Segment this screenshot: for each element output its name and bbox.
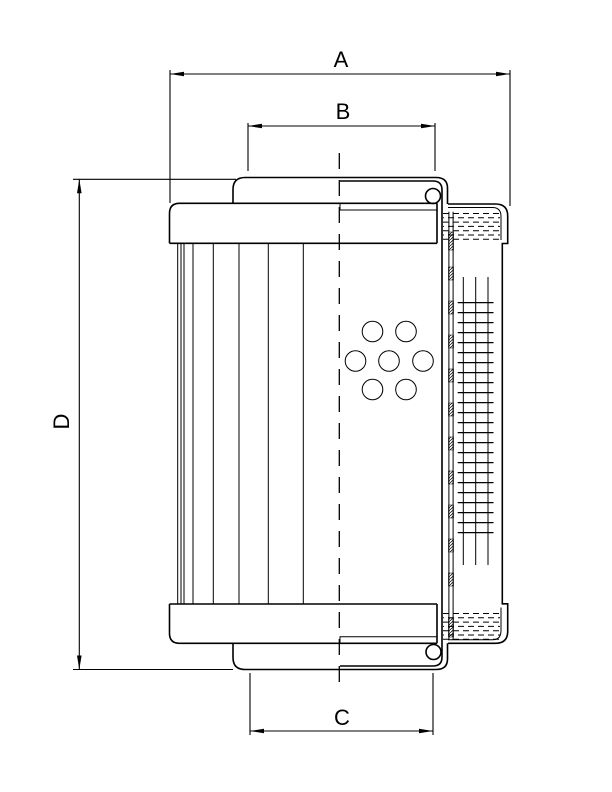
hatch-block [448,617,454,638]
dimension-a-arrow-right [496,71,510,77]
dimension-c-label: C [334,705,350,730]
hatch-block [448,334,454,349]
hole [361,320,384,343]
bottom-inner-cap-outline [232,643,449,671]
hatch-block [448,538,454,553]
dimension-d: D [49,178,236,671]
dimension-c-arrow-right [419,728,433,734]
o-ring-bottom [425,643,442,661]
bottom-ring-outer [448,603,509,645]
dimension-b-arrow-left [248,123,262,129]
bottom-cap-section-line [339,636,437,644]
hole [361,378,384,401]
hole [395,378,417,401]
hatch-block [448,572,454,587]
bypass-holes [344,320,434,401]
core-tube-hatch-blocks [448,231,454,638]
dimension-a-label: A [334,47,349,72]
core-tube-section [448,211,454,640]
hole [344,350,367,372]
hole [412,350,434,372]
hatch-block [448,402,454,417]
seal-bottom [443,613,500,640]
dimension-b: B [247,99,436,171]
hole [395,320,417,343]
top-ring-outer [448,203,509,245]
bottom-end-cap [168,603,449,671]
pleated-media [177,243,304,604]
dimension-d-arrow-bottom [77,655,82,670]
hatch-block [448,504,454,519]
dimension-c: C [249,673,434,735]
dimension-a: A [169,47,511,206]
inner-wall-line [340,180,443,667]
top-end-cap [168,176,449,245]
outer-shell [340,180,509,667]
hatch-block [448,436,454,451]
wire-mesh [457,277,494,565]
dimension-a-arrow-left [170,71,184,77]
hatch-block [448,266,454,281]
hatch-block [448,470,454,485]
dimension-b-label: B [336,99,351,124]
bottom-ring-inner [448,607,502,641]
top-cap-section-line [339,203,437,211]
o-ring-top [424,187,442,205]
hatch-block [448,368,454,383]
bottom-main-cap-outline [168,603,438,645]
hatch-block [448,231,454,251]
top-main-cap-outline [168,202,438,245]
dimension-b-arrow-right [421,123,435,129]
dimension-c-arrow-left [250,728,264,734]
hole [378,350,400,372]
top-inner-cap-outline [232,176,449,204]
seal-top [443,213,500,240]
top-ring-inner [448,207,502,240]
hatch-block [448,300,454,315]
dimension-d-arrow-top [77,179,82,194]
dimension-d-label: D [49,414,74,430]
